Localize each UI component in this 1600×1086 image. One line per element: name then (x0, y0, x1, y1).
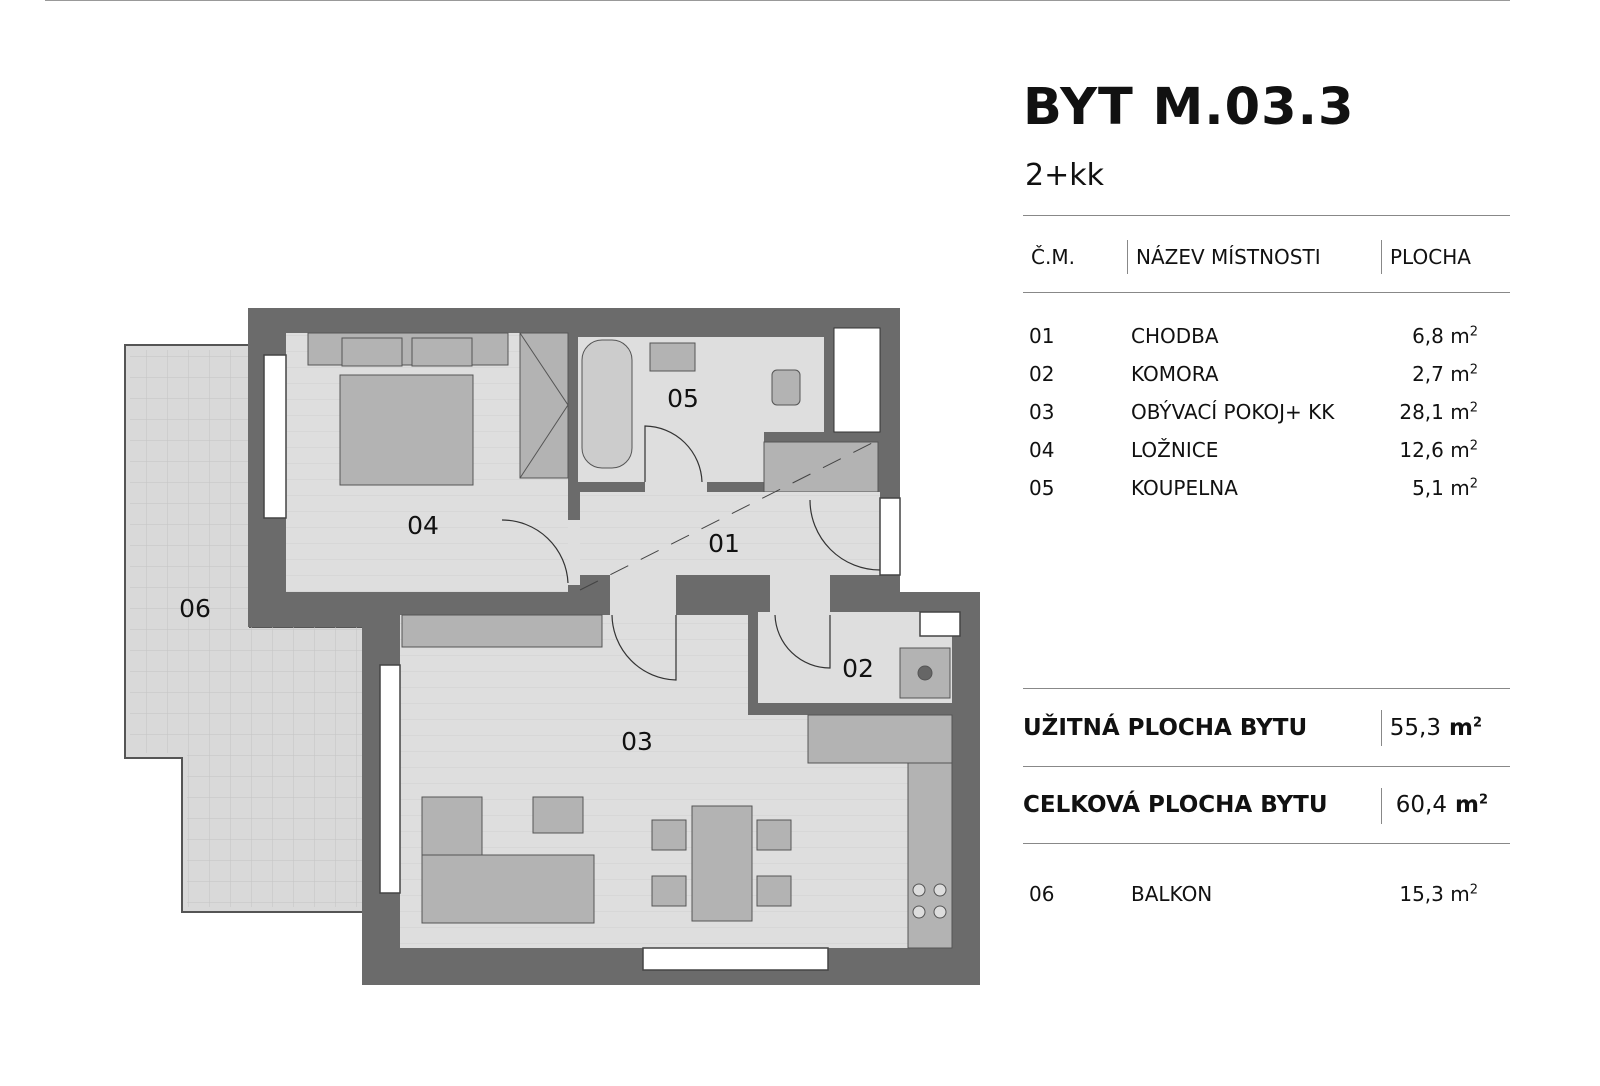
usable-area-value: 55,3 m2 (1389, 715, 1482, 741)
room-label-06: 06 (179, 594, 211, 623)
row-number: 04 (1029, 438, 1055, 462)
shaft (833, 327, 881, 433)
sofa (421, 854, 595, 924)
bathtub (581, 339, 633, 469)
row-name: CHODBA (1131, 324, 1219, 348)
windows (263, 354, 961, 971)
armchair (421, 796, 483, 858)
row-area: 5,1 m2 (1412, 476, 1478, 500)
table-row: 01 CHODBA 6,8 m2 (1023, 324, 1510, 354)
dining-table (691, 805, 753, 922)
header-area: PLOCHA (1390, 245, 1471, 269)
table-row: 03 OBÝVACÍ POKOJ+ KK 28,1 m2 (1023, 400, 1510, 430)
row-number: 06 (1029, 882, 1055, 906)
room-label-03: 03 (621, 727, 653, 756)
ceiling-line (579, 439, 879, 591)
room-label-05: 05 (667, 384, 699, 413)
row-area: 12,6 m2 (1399, 438, 1478, 462)
wardrobe (519, 332, 569, 479)
header-name: NÁZEV MÍSTNOSTI (1136, 245, 1321, 269)
furniture (307, 332, 953, 949)
table-row: 02 KOMORA 2,7 m2 (1023, 362, 1510, 392)
top-rule (45, 0, 1510, 1)
row-area: 15,3 m2 (1399, 882, 1478, 906)
divider (1023, 215, 1510, 216)
row-area: 28,1 m2 (1399, 400, 1478, 424)
row-number: 03 (1029, 400, 1055, 424)
doors (501, 425, 881, 681)
row-number: 05 (1029, 476, 1055, 500)
row-name: LOŽNICE (1131, 438, 1219, 462)
row-area: 6,8 m2 (1412, 324, 1478, 348)
divider (1023, 766, 1510, 767)
divider (1381, 710, 1382, 746)
shelf (401, 614, 603, 648)
table-row: 05 KOUPELNA 5,1 m2 (1023, 476, 1510, 506)
row-name: KOMORA (1131, 362, 1219, 386)
row-name: KOUPELNA (1131, 476, 1238, 500)
kitchen-counter (807, 714, 953, 764)
table-row: 04 LOŽNICE 12,6 m2 (1023, 438, 1510, 468)
divider (1381, 240, 1382, 274)
row-name: BALKON (1131, 882, 1213, 906)
room-05-bathroom (578, 337, 824, 482)
total-area-label: CELKOVÁ PLOCHA BYTU (1023, 792, 1328, 818)
apartment-layout: 2+kk (1025, 158, 1104, 193)
floor-plan: 01 02 03 04 05 06 (124, 308, 980, 985)
header-number: Č.M. (1031, 245, 1075, 269)
room-label-01: 01 (708, 529, 740, 558)
sink (649, 342, 696, 372)
wardrobe-01 (763, 441, 879, 493)
toilet (771, 369, 801, 406)
divider (1023, 843, 1510, 844)
room-label-02: 02 (842, 654, 874, 683)
row-area: 2,7 m2 (1412, 362, 1478, 386)
row-number: 02 (1029, 362, 1055, 386)
divider (1023, 688, 1510, 689)
bed (339, 374, 474, 486)
usable-area-label: UŽITNÁ PLOCHA BYTU (1023, 715, 1308, 741)
divider (1127, 240, 1128, 274)
row-name: OBÝVACÍ POKOJ+ KK (1131, 400, 1335, 424)
total-area-value: 60,4 m2 (1395, 792, 1488, 818)
balcony-row: 06 BALKON 15,3 m2 (1023, 882, 1510, 912)
divider (1023, 292, 1510, 293)
divider (1381, 788, 1382, 824)
apartment-title: BYT M.03.3 (1023, 78, 1355, 137)
room-label-04: 04 (407, 511, 439, 540)
row-number: 01 (1029, 324, 1055, 348)
